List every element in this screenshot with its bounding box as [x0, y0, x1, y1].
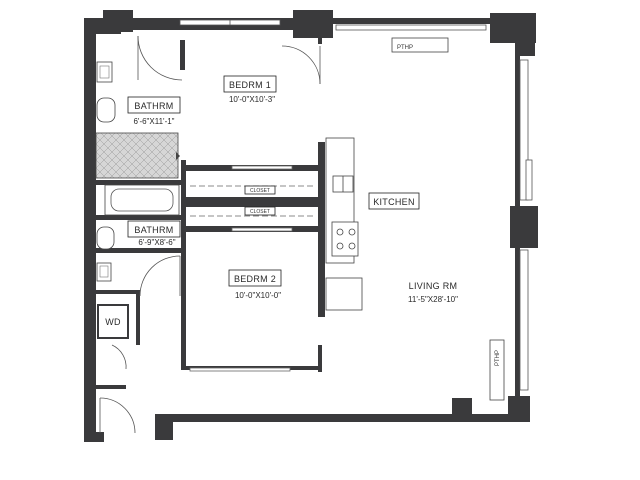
bath-2-dims: 6'-9"X8'-6" — [138, 238, 175, 247]
bedroom-1-name: BEDRM 1 — [229, 80, 271, 90]
bath-2-name: BATHRM — [134, 225, 173, 235]
bath-2-fixtures — [96, 226, 115, 282]
washer-dryer-box — [97, 304, 129, 339]
interior-walls — [92, 30, 325, 410]
washer-dryer-label: WD — [105, 317, 121, 327]
stove — [331, 221, 359, 257]
living-room-dims: 11'-5"X28'-10" — [408, 295, 458, 304]
shower-tile — [95, 132, 179, 179]
bath-1-fixtures — [95, 61, 180, 179]
closet-2-label: CLOSET — [250, 209, 270, 215]
closet-doors — [189, 165, 316, 372]
bedroom-2-name: BEDRM 2 — [234, 274, 276, 284]
label-boxes — [127, 75, 420, 287]
door-swings — [99, 35, 321, 434]
bathtub — [104, 184, 180, 216]
living-room-name: LIVING RM — [409, 281, 458, 291]
kitchen-name: KITCHEN — [373, 197, 415, 207]
bath-1-name: BATHRM — [134, 101, 173, 111]
windows — [179, 19, 533, 391]
pthp-side-label: PTHP — [495, 350, 501, 366]
bath-1-dims: 6'-6"X11'-1" — [133, 117, 174, 126]
bedroom-2-dims: 10'-0"X10'-0" — [235, 291, 281, 300]
bedroom-1-dims: 10'-0"X10'-3" — [229, 95, 275, 104]
pthp-units — [391, 37, 505, 401]
pthp-top-label: PTHP — [397, 45, 413, 51]
closet-1-label: CLOSET — [250, 188, 270, 194]
